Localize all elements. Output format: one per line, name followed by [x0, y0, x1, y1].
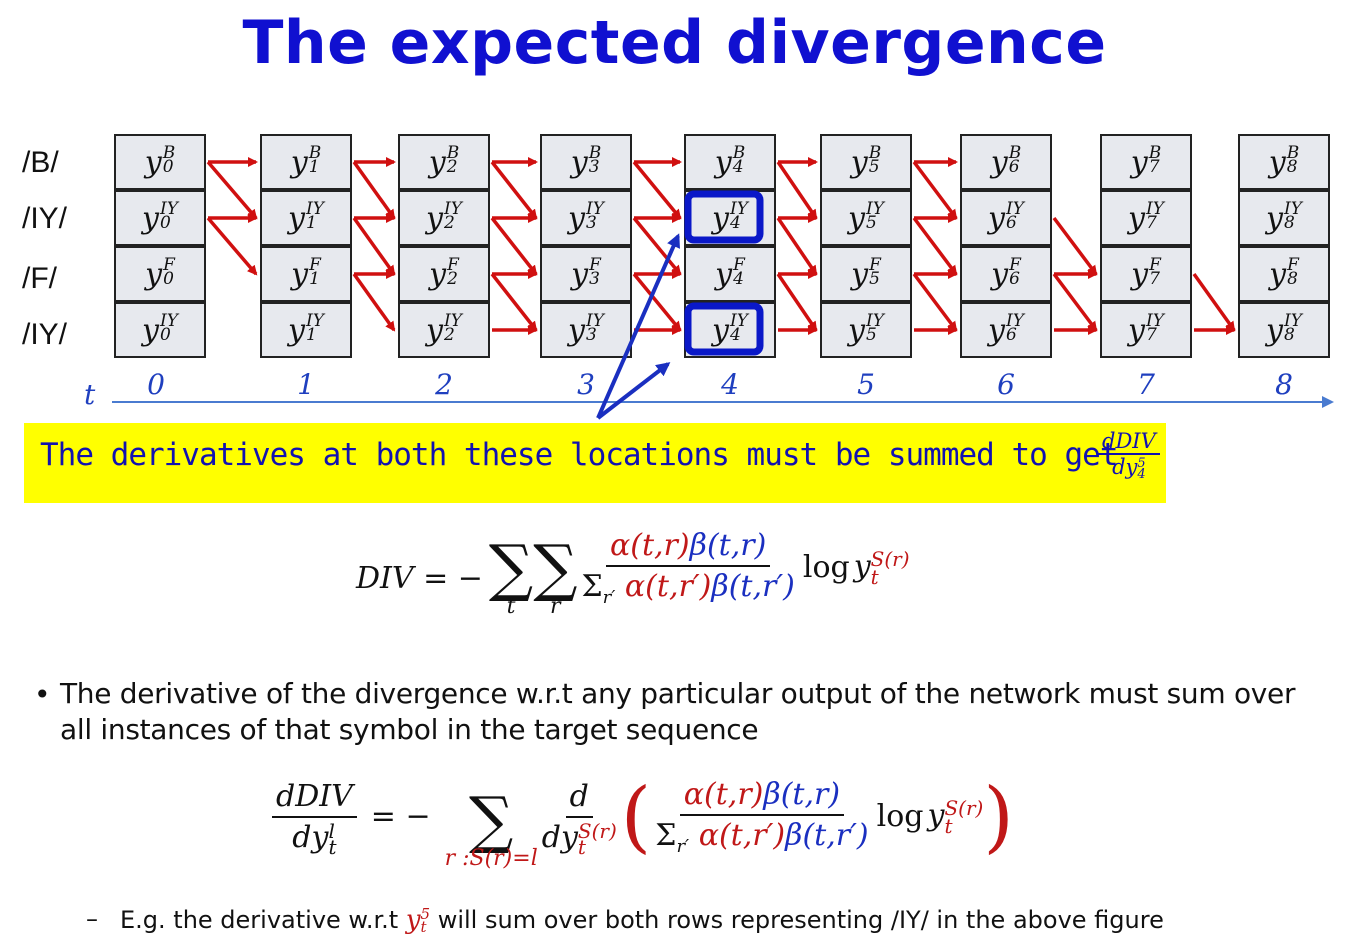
time-tick: 7 [1137, 368, 1155, 401]
bullet-marker: • [34, 678, 51, 711]
transition-arrow [352, 272, 396, 332]
transition-arrow [632, 160, 682, 220]
transition-arrow [490, 272, 538, 332]
pointer-arrow-2 [596, 362, 671, 420]
pointer-arrow-1 [596, 233, 680, 419]
transition-arrow [490, 160, 538, 220]
transition-arrow [206, 160, 258, 220]
time-tick: 0 [147, 368, 165, 401]
slide-title: The expected divergence [242, 8, 1107, 78]
transition-arrow [912, 272, 958, 332]
highlight-box [684, 190, 764, 244]
transition-arrow [912, 160, 958, 220]
time-tick: 3 [577, 368, 595, 401]
row-label-iy-1: /IY/ [22, 202, 68, 235]
transition-arrow [352, 216, 396, 276]
time-tick: 1 [297, 368, 315, 401]
time-tick: 4 [721, 368, 739, 401]
formula2-eq: = − [370, 799, 431, 834]
transition-arrow [490, 216, 538, 276]
time-tick: 8 [1275, 368, 1293, 401]
transition-arrow [632, 272, 682, 332]
formula1-lhs: DIV = − [356, 561, 483, 596]
callout-frac-num: dDIV [1098, 429, 1160, 455]
transition-arrow [776, 273, 818, 332]
transition-arrow [1192, 272, 1236, 332]
sum-over-r: ∑r [533, 531, 578, 620]
row-label-iy-2: /IY/ [22, 318, 68, 351]
transition-arrow [352, 160, 396, 220]
time-axis-label: t [84, 378, 96, 411]
time-tick: 2 [435, 368, 453, 401]
bullet-text: The derivative of the divergence w.r.t a… [60, 677, 1296, 746]
row-label-b: /B/ [22, 146, 59, 179]
sum-over-t: ∑t [488, 531, 534, 620]
transition-arrow [1052, 272, 1098, 332]
highlight-box [684, 302, 764, 356]
transition-arrow [206, 216, 258, 276]
formula1-log: log [802, 550, 850, 585]
formula2-posterior-frac: α(t,r)β(t,r) Σr′ α(t,r′)β(t,r′) [655, 776, 869, 857]
row-label-f: /F/ [22, 262, 57, 295]
callout-text: The derivatives at both these locations … [40, 437, 1118, 473]
divergence-formula: DIV = − ∑t ∑r α(t,r)β(t,r) Σr′ α(t,r′)β(… [356, 528, 910, 620]
formula2-sum: ∑r :S(r)=l [444, 783, 538, 872]
callout-box: The derivatives at both these locations … [24, 423, 1166, 503]
transition-arrow [1052, 216, 1098, 276]
transition-arrow [776, 161, 818, 220]
transition-arrow [912, 216, 958, 276]
time-tick: 5 [857, 368, 875, 401]
transition-arrow [632, 216, 682, 276]
posterior-fraction: α(t,r)β(t,r) Σr′ α(t,r′)β(t,r′) [581, 527, 795, 608]
transition-arrow [776, 217, 818, 276]
formula2-log: log [876, 799, 924, 834]
subbullet-marker: – [86, 905, 98, 933]
time-tick: 6 [997, 368, 1015, 401]
